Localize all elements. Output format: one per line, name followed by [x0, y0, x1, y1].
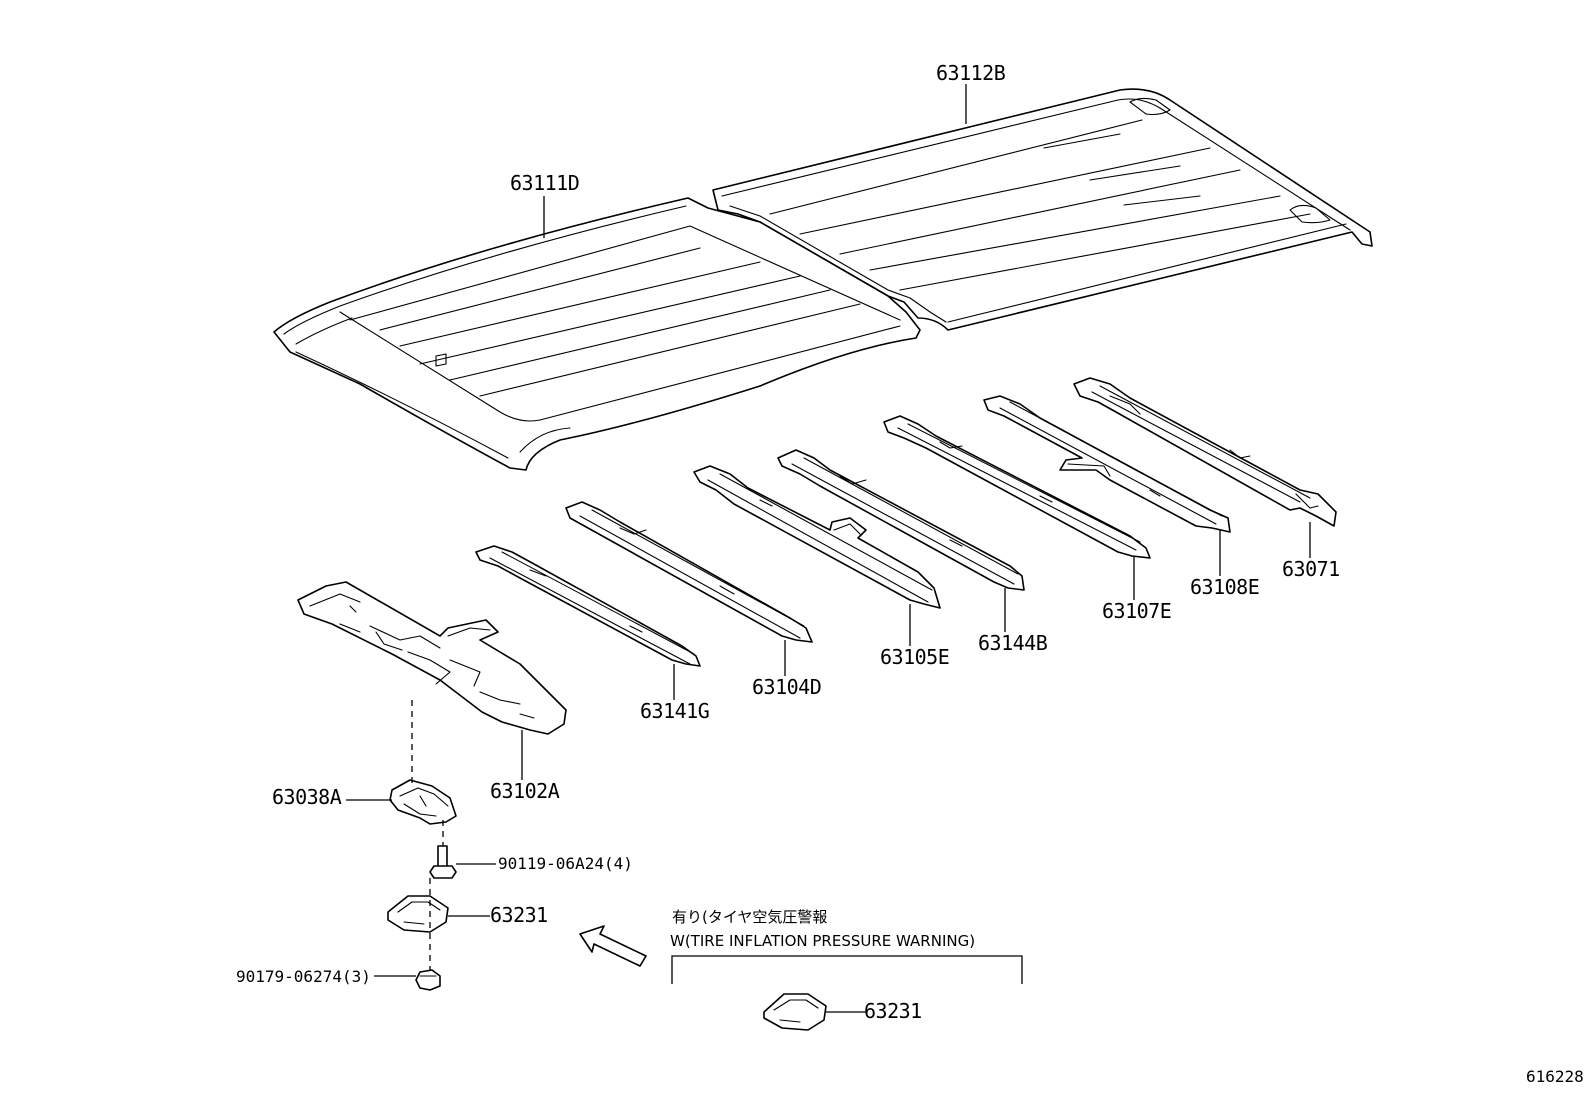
note-line-jp: 有り(タイヤ空気圧警報 — [672, 908, 827, 926]
direction-arrow-icon — [579, 925, 647, 967]
label-63141G: 63141G — [640, 699, 709, 723]
roof-bow-63104D — [565, 501, 813, 643]
label-63144B: 63144B — [978, 631, 1048, 655]
plate-63231 — [387, 895, 449, 933]
bolt-90119 — [429, 845, 457, 879]
label-63105E: 63105E — [880, 645, 949, 669]
label-90179: 90179-06274(3) — [236, 967, 371, 986]
front-header-63102A — [297, 581, 567, 735]
label-63112B: 63112B — [936, 61, 1006, 85]
plate-63231-alt — [763, 993, 827, 1031]
label-63102A: 63102A — [490, 779, 560, 803]
roof-bow-63108E — [983, 395, 1231, 533]
roof-panel-rear — [712, 88, 1373, 331]
label-63104D: 63104D — [752, 675, 821, 699]
roof-bow-63144B — [777, 449, 1025, 591]
label-63108E: 63108E — [1190, 575, 1259, 599]
roof-bow-63071 — [1073, 377, 1337, 527]
roof-bow-63105E — [693, 465, 941, 609]
label-90119: 90119-06A24(4) — [498, 854, 633, 873]
note-bracket — [671, 955, 1023, 984]
nut-90179 — [415, 969, 441, 991]
roof-bow-63141G — [475, 545, 701, 667]
label-63231-alt: 63231 — [864, 999, 922, 1023]
label-63071: 63071 — [1282, 557, 1340, 581]
label-63111D: 63111D — [510, 171, 579, 195]
bracket-63038A — [389, 779, 457, 825]
label-63107E: 63107E — [1102, 599, 1171, 623]
diagram-id: 616228 — [1526, 1067, 1584, 1086]
roof-panel-front — [273, 197, 921, 471]
label-63231: 63231 — [490, 903, 548, 927]
note-line-en: W(TIRE INFLATION PRESSURE WARNING) — [670, 932, 975, 950]
roof-bow-63107E — [883, 415, 1151, 559]
label-63038A: 63038A — [272, 785, 342, 809]
